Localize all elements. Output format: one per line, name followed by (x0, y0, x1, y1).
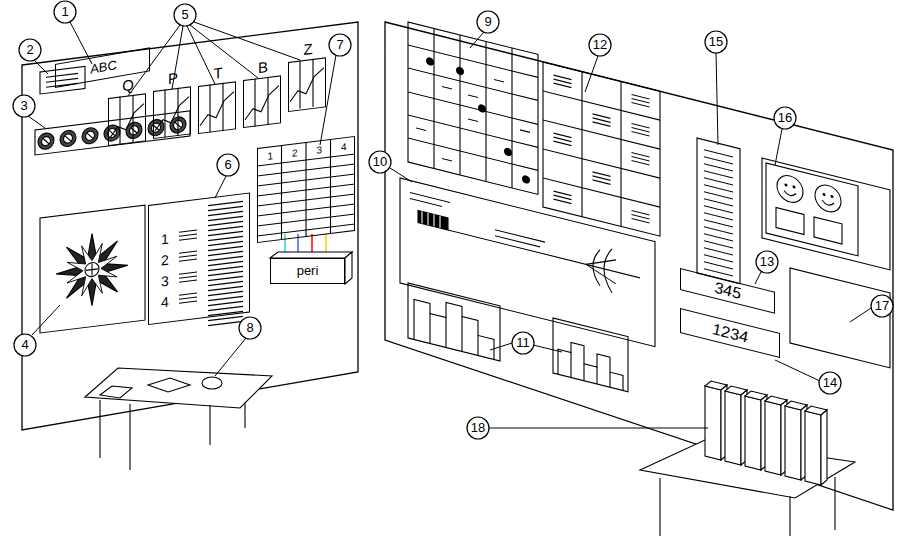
callout-number: 16 (774, 107, 796, 129)
readout-value: 1234 (681, 309, 779, 356)
chart-heading: B (244, 56, 282, 79)
callout-number: 3 (13, 95, 35, 117)
chart-panel: T (198, 81, 236, 134)
callout-number: 6 (217, 154, 239, 176)
column-number: 4 (332, 139, 357, 156)
label-box: ABC (55, 47, 150, 88)
readout-box: 345 (680, 268, 775, 314)
chart-heading: Z (289, 38, 327, 61)
callout-number: 15 (705, 31, 727, 53)
readout-box: 1234 (680, 308, 780, 358)
callout-number: 11 (512, 332, 534, 354)
list-lines (179, 201, 243, 329)
cable-wires (285, 234, 326, 252)
right-wall-equipment (400, 22, 890, 392)
callout-number: 18 (467, 417, 489, 439)
left-wall (22, 22, 358, 430)
table-grid (257, 136, 355, 243)
callout-number: 7 (329, 34, 351, 56)
right-wall (385, 22, 893, 510)
callout-number: 8 (239, 317, 261, 339)
bar-chart (553, 318, 628, 392)
callout-circles (13, 1, 893, 439)
callout-number: 9 (477, 11, 499, 33)
device-label: peri (271, 259, 344, 283)
blank-screen (790, 268, 890, 368)
chart-panel: Q (108, 93, 146, 146)
binders (705, 381, 827, 485)
list-number: 3 (161, 272, 175, 290)
knob-strip (35, 111, 190, 155)
readout-value: 345 (681, 269, 774, 312)
walls (22, 22, 893, 510)
text-column (697, 138, 740, 284)
status-panel (762, 158, 890, 270)
chart-heading: T (199, 62, 237, 85)
trend-chart (110, 94, 144, 146)
chart-panel: B (243, 75, 281, 128)
desk-left (85, 368, 272, 470)
table-panel: 1234 (257, 136, 355, 243)
leader-lines (28, 22, 871, 428)
callout-number: 10 (369, 151, 391, 173)
chart-panel: Z (288, 57, 326, 112)
device-faces (270, 252, 352, 284)
callout-number: 2 (19, 39, 41, 61)
text-grid (543, 62, 660, 236)
column-number: 2 (283, 145, 308, 162)
trend-chart (245, 76, 279, 128)
device-box: peri (270, 258, 345, 284)
trend-chart (290, 58, 324, 110)
box-label: ABC (56, 48, 151, 87)
column-number: 1 (258, 148, 283, 165)
star-display (40, 205, 145, 333)
chart-panel: P (153, 86, 191, 139)
column-number: 3 (307, 142, 332, 159)
callout-number: 1 (54, 1, 76, 23)
list-panel: 1 2 3 4 (148, 192, 250, 325)
chart-heading: P (154, 67, 192, 90)
left-wall-equipment (35, 58, 355, 333)
desk-right (640, 381, 855, 536)
callout-number: 4 (14, 334, 36, 356)
callout-number: 13 (756, 251, 778, 273)
callout-number: 12 (589, 34, 611, 56)
trend-chart (200, 82, 234, 134)
bar-chart (408, 283, 500, 361)
list-number: 4 (161, 293, 175, 311)
callout-number: 17 (871, 295, 893, 317)
chart-heading: Q (109, 74, 147, 97)
callout-number: 14 (819, 372, 841, 394)
dot-grid (408, 22, 538, 194)
small-panel (40, 66, 85, 94)
trend-chart (155, 87, 189, 139)
process-display (400, 178, 655, 347)
callout-number: 5 (174, 4, 196, 26)
list-number: 1 (161, 230, 175, 248)
list-number: 2 (161, 251, 175, 269)
